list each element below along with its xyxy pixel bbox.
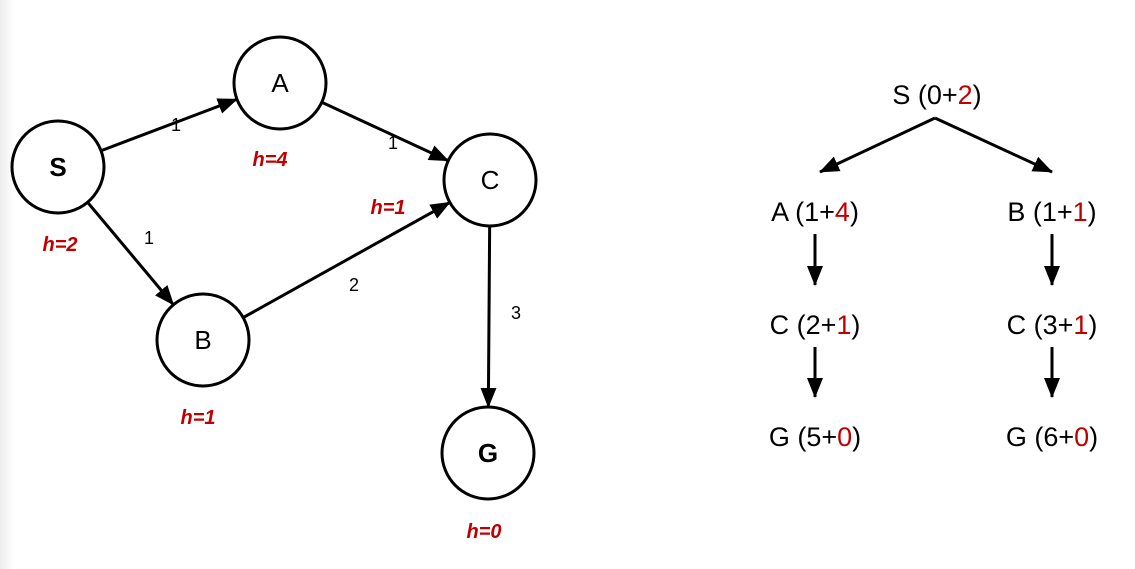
graph-node-B: B <box>155 292 251 388</box>
tree-node-heuristic: 4 <box>835 197 850 227</box>
tree-node-cost: 6 <box>1043 422 1058 452</box>
node-label: G <box>478 438 498 468</box>
heuristic-label-G: h=0 <box>466 521 501 543</box>
tree-node-cost: 3 <box>1043 310 1058 340</box>
tree-node-name: A <box>771 197 789 227</box>
tree-node-heuristic: 0 <box>837 422 852 452</box>
tree-node: G (6+0) <box>1006 422 1098 452</box>
edge-weight-C-G: 3 <box>511 303 521 323</box>
tree-node-cost: 5 <box>806 422 821 452</box>
tree-node-cost: 2 <box>806 310 821 340</box>
tree-edge <box>819 116 936 174</box>
tree-node-heuristic: 1 <box>1073 310 1088 340</box>
node-circle <box>155 292 251 388</box>
tree-node-heuristic: 2 <box>958 80 973 110</box>
tree-node-name: C <box>770 310 790 340</box>
node-circle <box>440 405 536 501</box>
node-circle <box>232 35 328 131</box>
heuristic-label-S: h=2 <box>42 234 77 256</box>
tree-node-name: G <box>769 422 790 452</box>
tree-node-cost: 1 <box>1042 197 1057 227</box>
tree-node: A (1+4) <box>771 197 859 227</box>
graph-node-A: A <box>232 35 328 131</box>
node-label: B <box>194 325 211 355</box>
graph-node-C: C <box>442 132 538 228</box>
heuristic-label-B: h=1 <box>180 407 215 429</box>
tree-node-name: S <box>892 80 910 110</box>
tree-node: S (0+2) <box>892 80 981 110</box>
edge-A-C <box>321 100 450 163</box>
node-label: C <box>481 165 500 195</box>
tree-node-name: B <box>1007 197 1025 227</box>
edge-weight-S-A: 1 <box>171 115 181 135</box>
node-label: A <box>271 68 289 98</box>
tree-node-name: C <box>1007 310 1027 340</box>
background-shade <box>0 0 14 569</box>
graph-node-G: G <box>440 405 536 501</box>
node-circle <box>10 119 106 215</box>
edge-weight-A-C: 1 <box>388 133 398 153</box>
tree-node-heuristic: 1 <box>1073 197 1088 227</box>
edge-B-C <box>242 201 451 319</box>
node-circle <box>442 132 538 228</box>
heuristic-label-A: h=4 <box>252 149 287 171</box>
edge-weight-S-B: 1 <box>144 228 154 248</box>
heuristic-label-C: h=1 <box>370 197 405 219</box>
tree-node-heuristic: 0 <box>1074 422 1089 452</box>
tree-node-heuristic: 1 <box>836 310 851 340</box>
tree-node-name: G <box>1006 422 1027 452</box>
tree-node-cost: 1 <box>804 197 819 227</box>
edge-weight-B-C: 2 <box>349 275 359 295</box>
node-label: S <box>49 152 66 182</box>
tree-node: C (3+1) <box>1007 310 1098 340</box>
edge-S-A <box>100 97 238 153</box>
edge-C-G <box>480 225 497 409</box>
edge-S-B <box>86 201 175 306</box>
tree-node: C (2+1) <box>770 310 861 340</box>
tree-edge <box>934 116 1053 174</box>
graph-node-S: S <box>10 119 106 215</box>
tree-node: B (1+1) <box>1007 197 1096 227</box>
tree-node: G (5+0) <box>769 422 861 452</box>
tree-node-cost: 0 <box>927 80 942 110</box>
